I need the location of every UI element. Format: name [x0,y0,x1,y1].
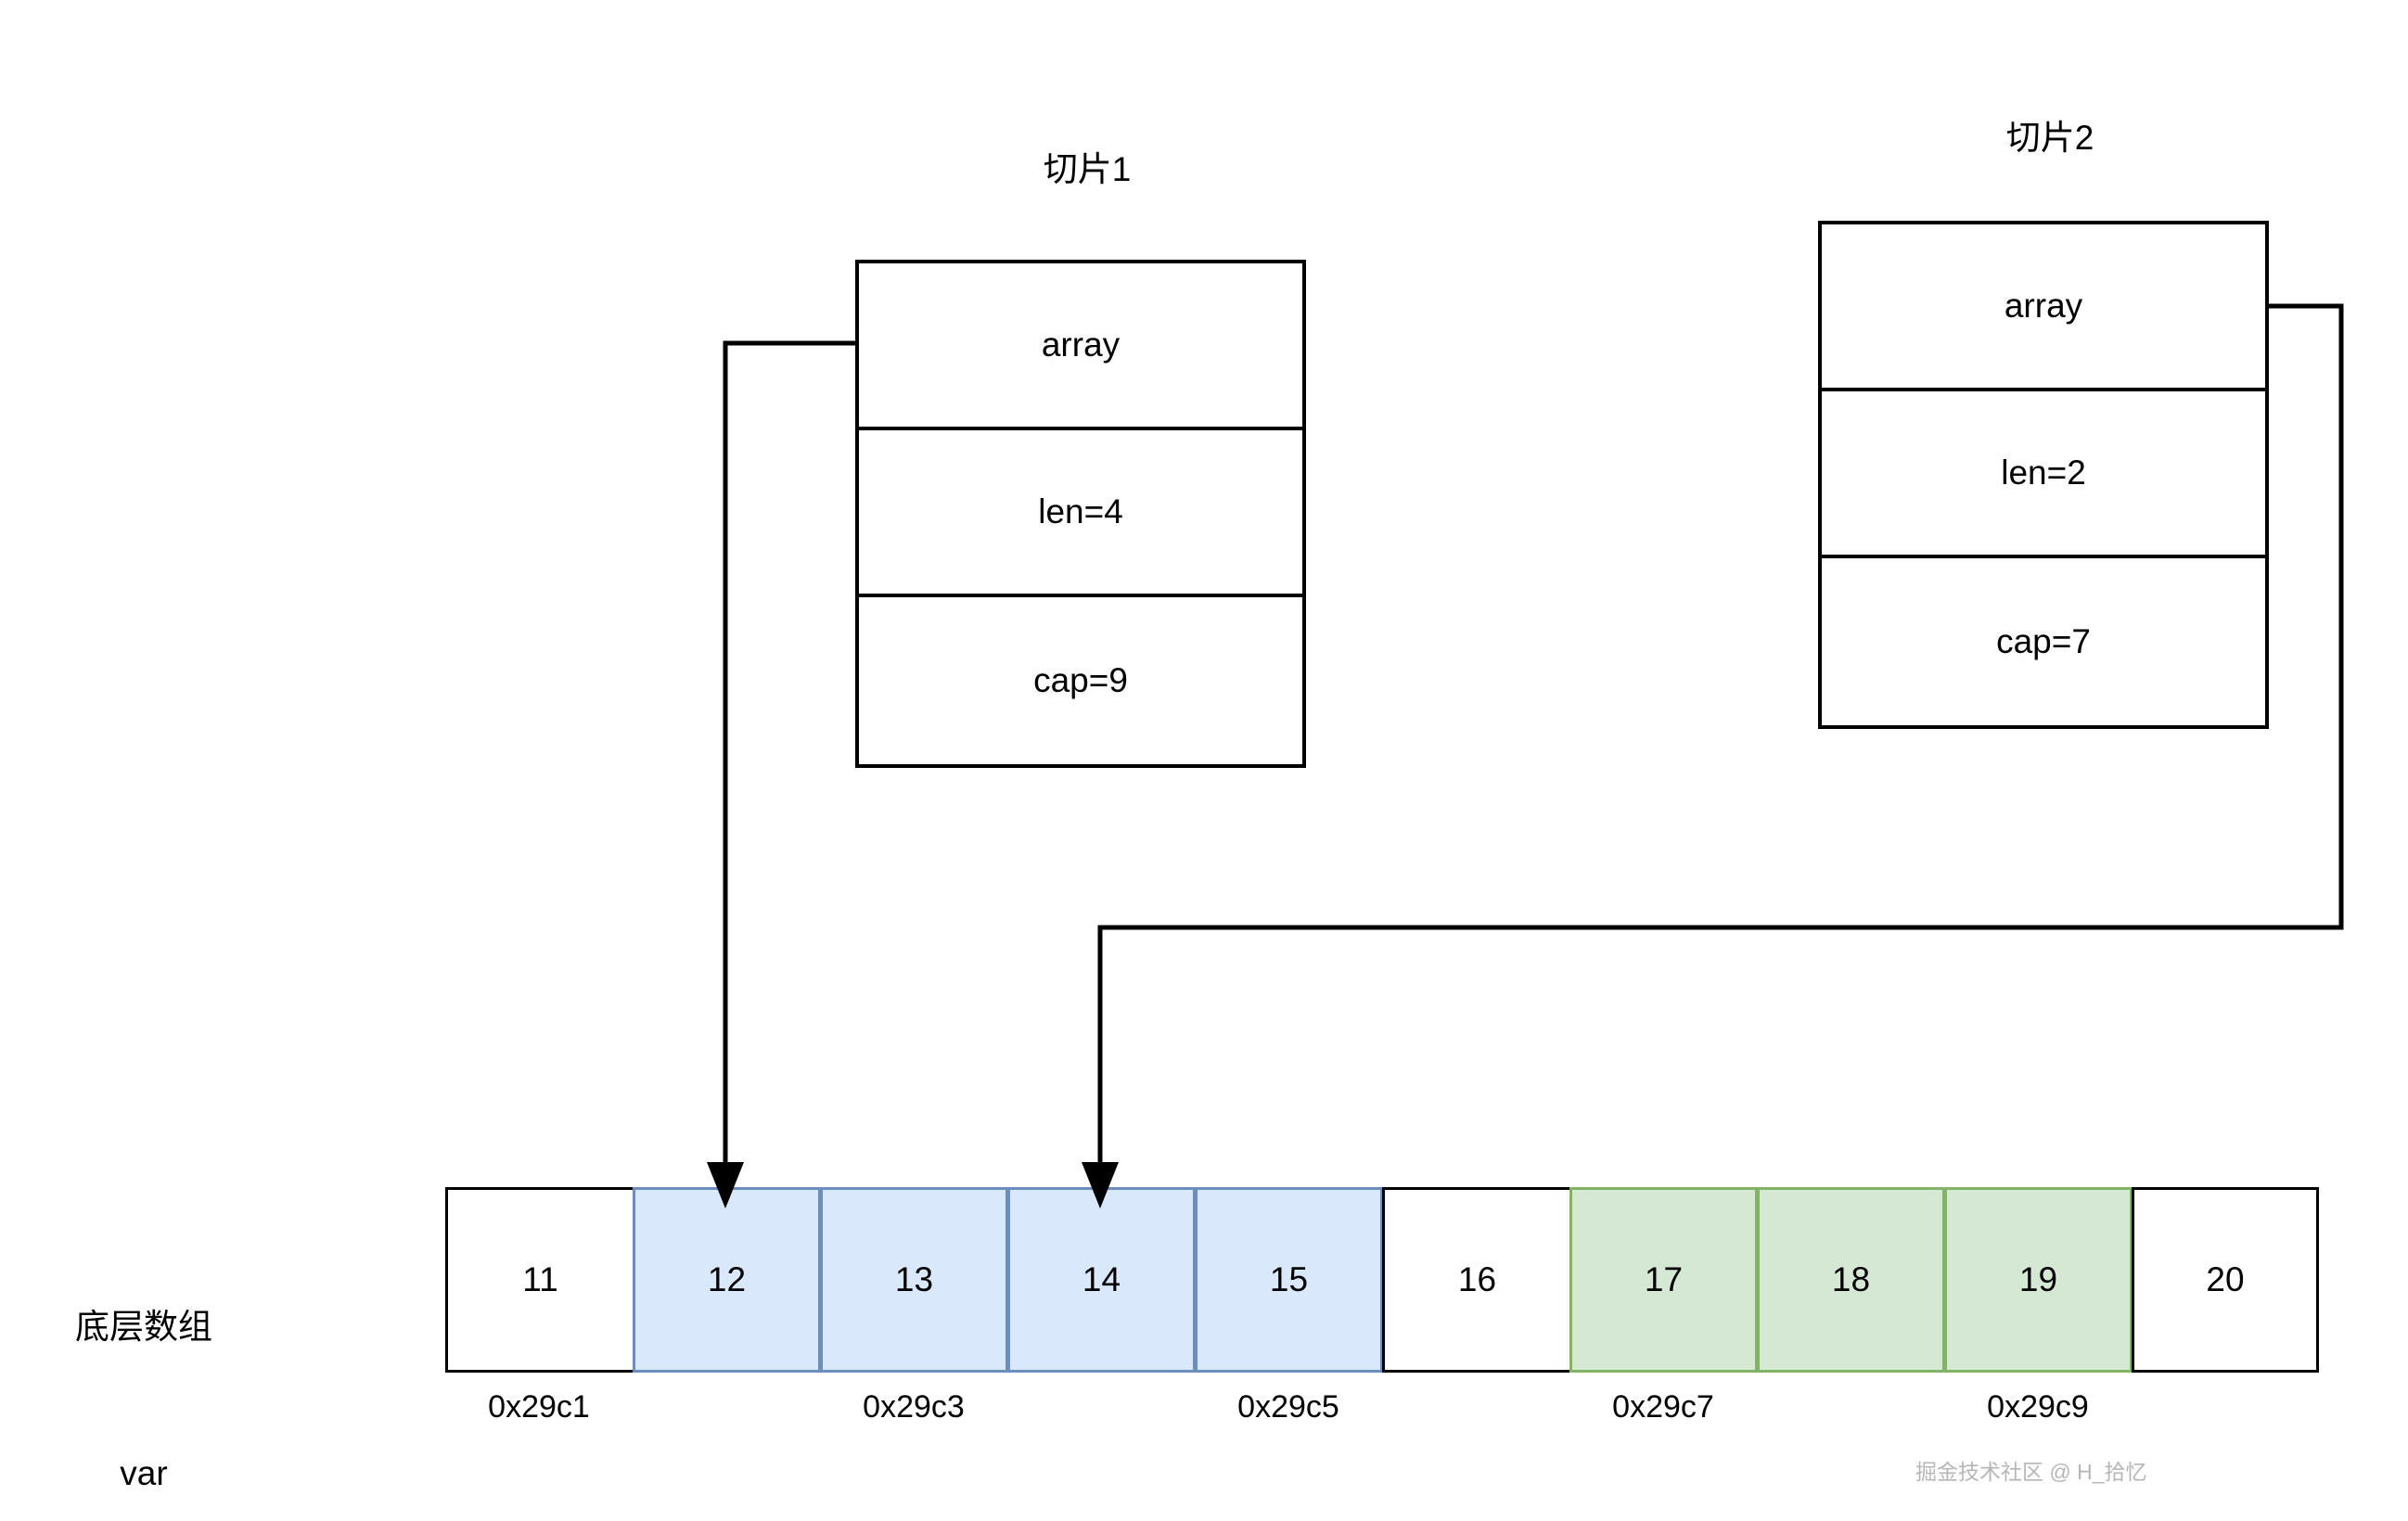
slice1-title: 切片1 [1043,150,1132,189]
array-cell: 19 [1944,1187,2132,1373]
array-cell: 20 [2132,1187,2319,1373]
backing-array-label: 底层数组 var u[10]byte [28,1206,260,1521]
backing-array-label-line1: 底层数组 [75,1308,212,1347]
slice2-struct: array len=2 cap=7 [1818,221,2269,729]
watermark: 掘金技术社区 @ H_拾忆 [1915,1460,2147,1484]
address-label: 0x29c1 [488,1389,590,1425]
slice1-array-field: array [859,263,1302,430]
array-cell: 16 [1382,1187,1569,1373]
array-cell: 17 [1569,1187,1757,1373]
slice1-array-pointer-arrow [707,340,855,1208]
slice1-len-field: len=4 [859,430,1302,597]
slice1-cap-field: cap=9 [1033,661,1128,699]
slice2-title: 切片2 [2005,119,2094,158]
address-label: 0x29c9 [1987,1389,2089,1425]
address-label: 0x29c3 [863,1389,965,1425]
slice2-array-field: array [1822,224,2265,391]
address-label: 0x29c7 [1612,1389,1714,1425]
array-cell: 12 [633,1187,820,1373]
slice2-cap-field: cap=7 [1996,622,2091,660]
slice2-len-field: len=2 [1822,391,2265,558]
array-cell: 13 [820,1187,1007,1373]
array-cell: 11 [445,1187,633,1373]
slice1-struct: array len=4 cap=9 [855,260,1306,768]
backing-array-label-line2: var [120,1453,168,1492]
array-cell: 14 [1007,1187,1195,1373]
address-label: 0x29c5 [1237,1389,1339,1425]
array-cell: 18 [1757,1187,1944,1373]
array-cell: 15 [1195,1187,1382,1373]
